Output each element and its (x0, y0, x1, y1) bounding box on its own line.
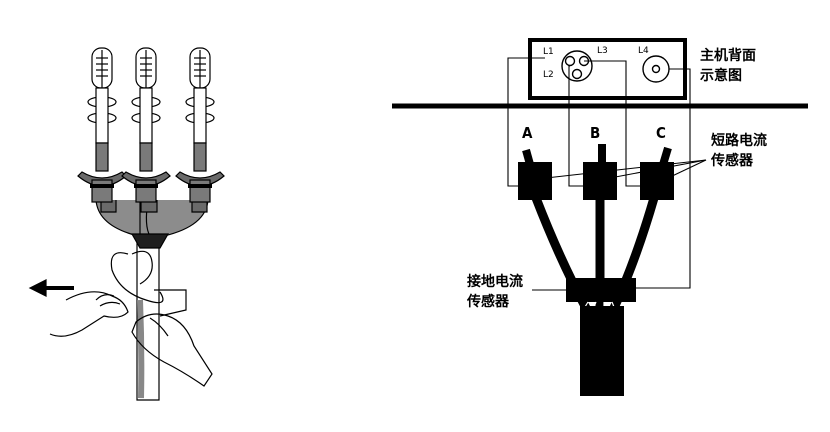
earth-wire-loop (110, 250, 187, 317)
wiring-diagram: L1 L2 L3 L4 主机背面 示意图 (392, 38, 808, 396)
port-pin-1 (564, 55, 576, 67)
main-cable (580, 306, 624, 396)
cable-termination-illustration (28, 47, 225, 401)
cable-branches (95, 199, 209, 249)
port-l1-label: L1 (543, 47, 554, 57)
short-circuit-sensor-label-line2: 传感器 (710, 152, 754, 169)
sensor-phase-b (583, 162, 617, 200)
host-rear-panel: L1 L2 L3 L4 (528, 38, 687, 100)
port-l2-label: L2 (543, 70, 554, 80)
ground-sensor-label-line1: 接地电流 (467, 273, 523, 290)
short-circuit-sensor-label-line1: 短路电流 (711, 132, 767, 149)
port-pin-3 (571, 68, 583, 80)
insulator-left (77, 47, 127, 203)
short-circuit-callout-lines (545, 159, 707, 179)
port-l4-label: L4 (638, 46, 649, 56)
port-l3-label: L3 (597, 46, 608, 56)
ground-sensor-label-line2: 传感器 (466, 293, 510, 310)
hands (49, 291, 213, 387)
rear-panel-caption-line1: 主机背面 (700, 47, 756, 64)
sensor-phase-a (518, 162, 552, 200)
insulator-right (175, 47, 225, 203)
cable-trunk (136, 240, 160, 401)
insulator-middle (121, 47, 171, 203)
rear-panel-caption-line2: 示意图 (700, 67, 742, 84)
port-l4-pin (651, 64, 661, 74)
pull-arrow-icon (28, 279, 74, 297)
sensor-phase-c (640, 162, 674, 200)
ground-sensor (566, 278, 636, 302)
phase-c-label: C (656, 124, 666, 142)
signal-wires (507, 57, 691, 289)
phase-b-label: B (590, 124, 600, 142)
phase-a-label: A (522, 124, 533, 142)
